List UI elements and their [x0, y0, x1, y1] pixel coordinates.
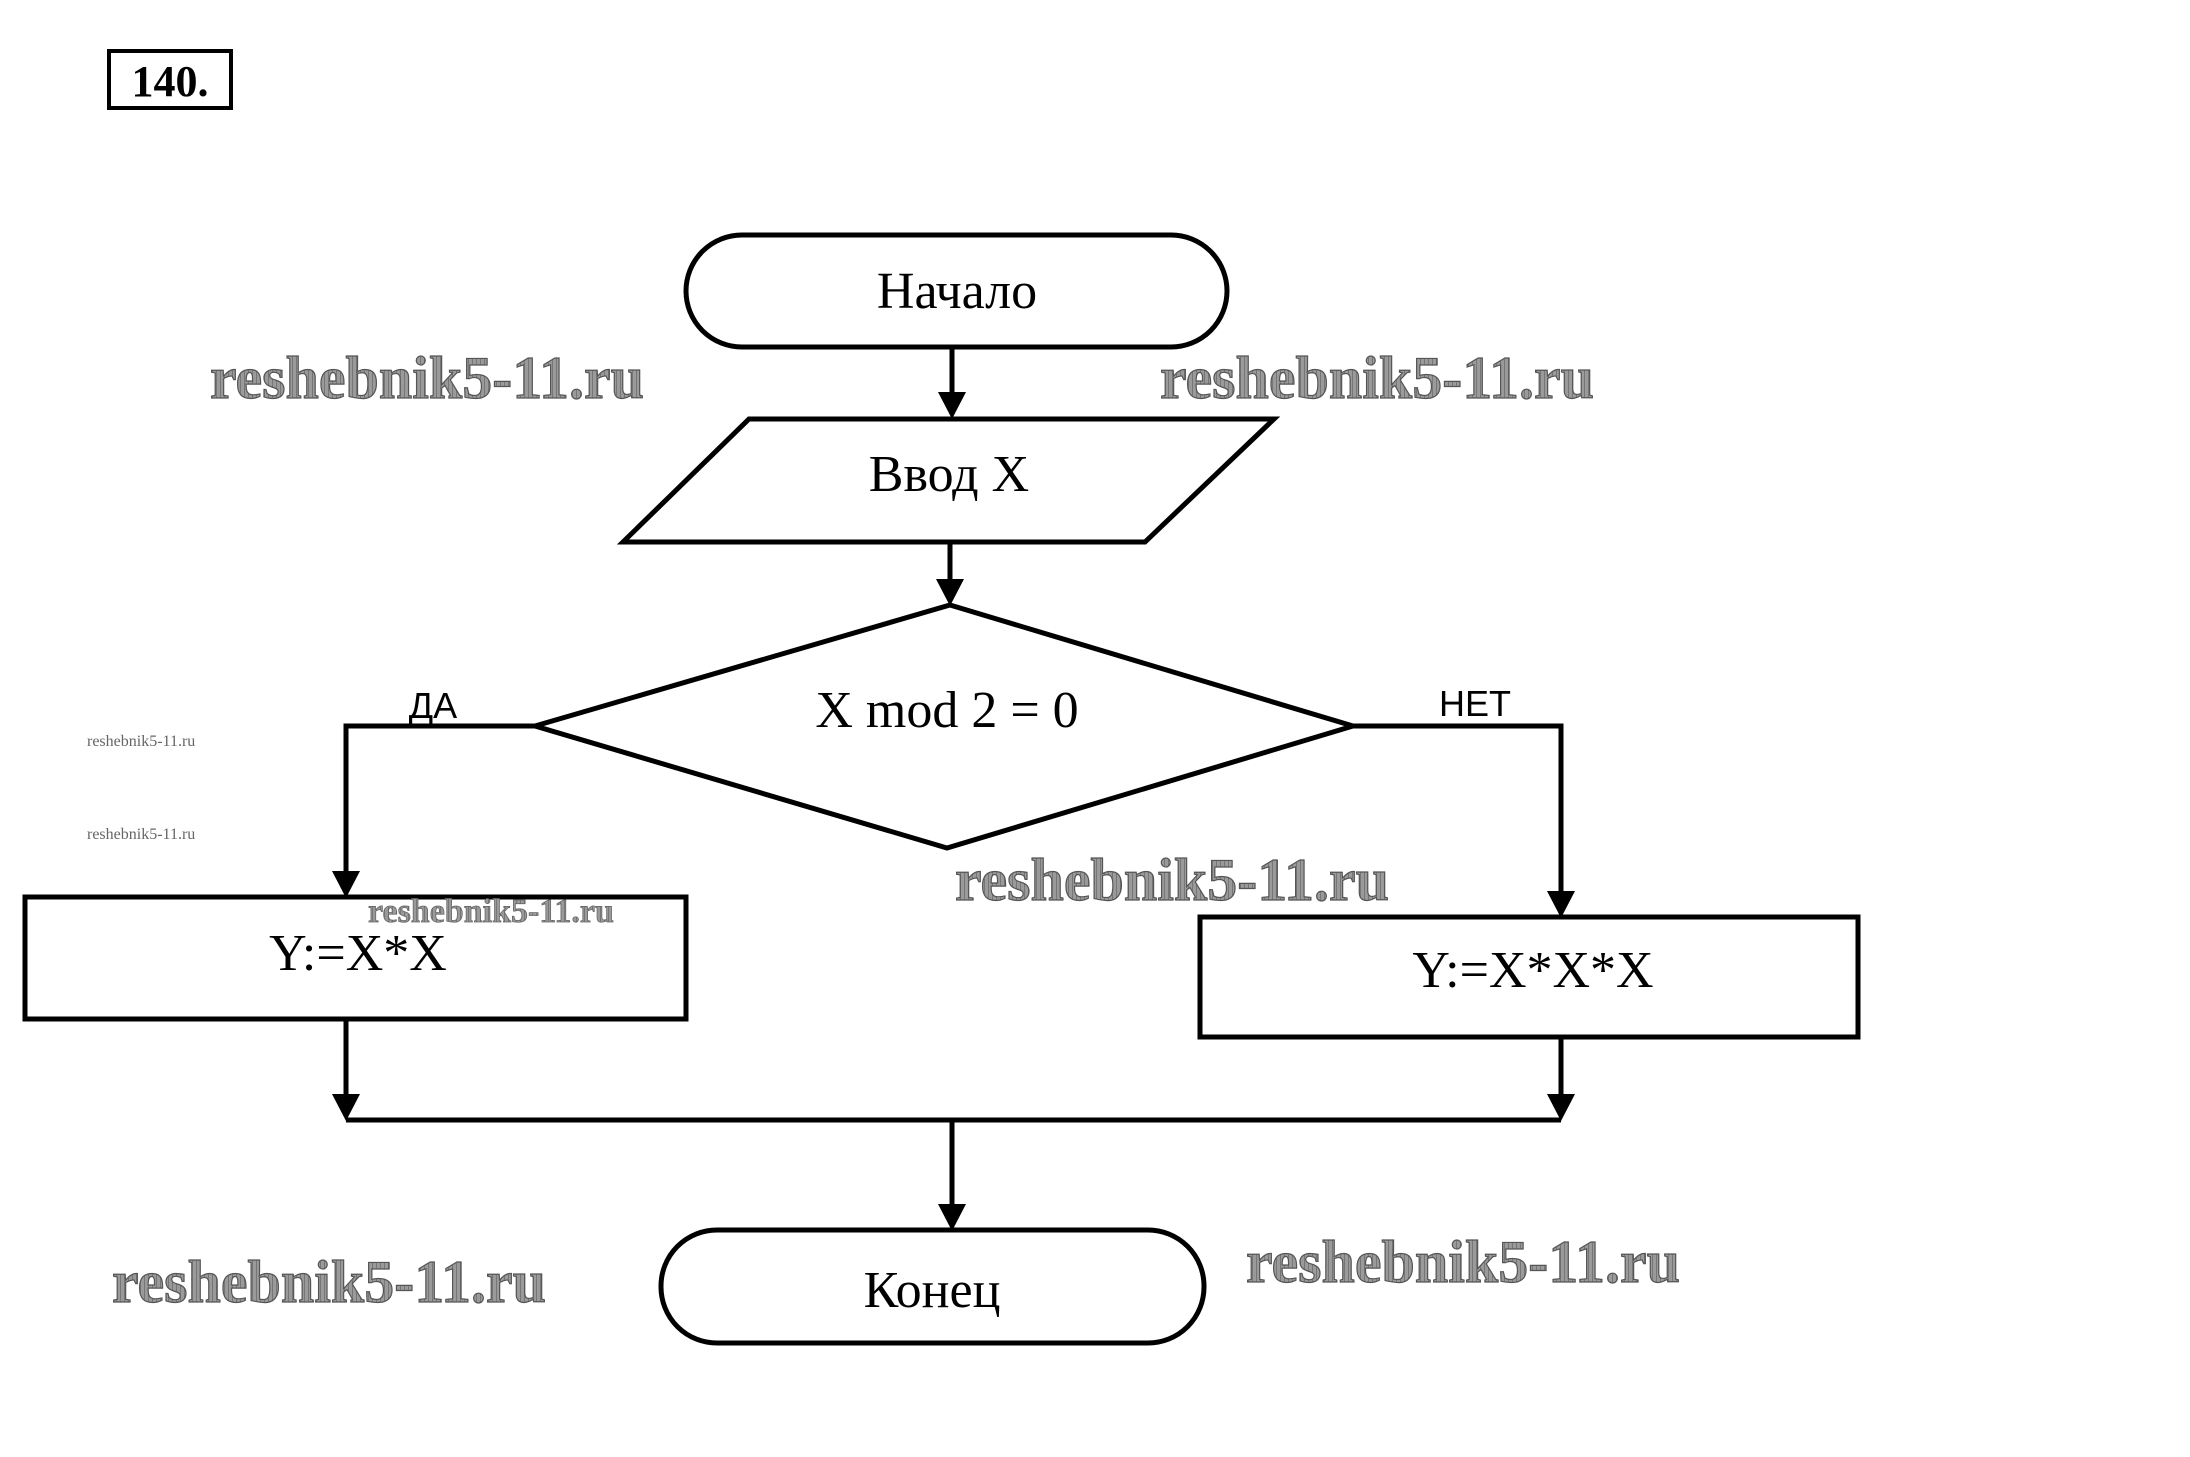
arrowhead [332, 871, 360, 898]
input-node: Ввод X [616, 416, 1281, 545]
no-action-box [1197, 914, 1861, 1040]
end-label: Конец [864, 1262, 1001, 1319]
start-label: Начало [877, 263, 1037, 320]
arrowhead [938, 392, 966, 419]
connector-no-branch [1353, 723, 1564, 894]
watermark: reshebnik5-11.ru [87, 733, 195, 750]
yes-action-box [22, 894, 689, 1022]
condition-diamond [526, 602, 1362, 851]
no-branch-label: НЕТ [1439, 683, 1511, 724]
arrowhead [1547, 891, 1575, 918]
problem-number-badge: 140. [107, 49, 233, 110]
no-action-node: Y:=X*X*X [1197, 914, 1861, 1040]
problem-number: 140. [132, 57, 209, 106]
watermark: reshebnik5-11.ru [210, 345, 644, 411]
no-action-label: Y:=X*X*X [1412, 942, 1653, 999]
yes-action-node: Y:=X*X [22, 894, 689, 1022]
watermark: reshebnik5-11.ru [112, 1249, 546, 1315]
connector-yes-branch [343, 723, 535, 874]
watermark: reshebnik5-11.ru [1160, 345, 1594, 411]
input-label: Ввод X [869, 446, 1029, 503]
yes-branch-label: ДА [409, 685, 457, 726]
problem-number-frame [107, 49, 233, 110]
arrowhead [332, 1094, 360, 1121]
condition-node: X mod 2 = 0 [526, 602, 1362, 851]
watermark: reshebnik5-11.ru [368, 893, 614, 930]
watermarks: reshebnik5-11.ru reshebnik5-11.ru resheb… [87, 344, 1681, 1315]
arrowhead [936, 579, 964, 606]
yes-action-label: Y:=X*X [269, 925, 447, 982]
arrowhead [1547, 1094, 1575, 1121]
watermark: reshebnik5-11.ru [87, 826, 195, 843]
end-node: Конец [658, 1227, 1207, 1346]
start-node: Начало [683, 232, 1230, 350]
start-terminal-shape [683, 232, 1230, 350]
connectors [332, 347, 1575, 1231]
watermark: reshebnik5-11.ru [955, 847, 1389, 913]
watermark: reshebnik5-11.ru [1246, 1229, 1680, 1295]
condition-label: X mod 2 = 0 [815, 682, 1078, 739]
arrowhead [938, 1204, 966, 1231]
end-terminal-shape [658, 1227, 1207, 1346]
input-parallelogram [616, 416, 1281, 545]
